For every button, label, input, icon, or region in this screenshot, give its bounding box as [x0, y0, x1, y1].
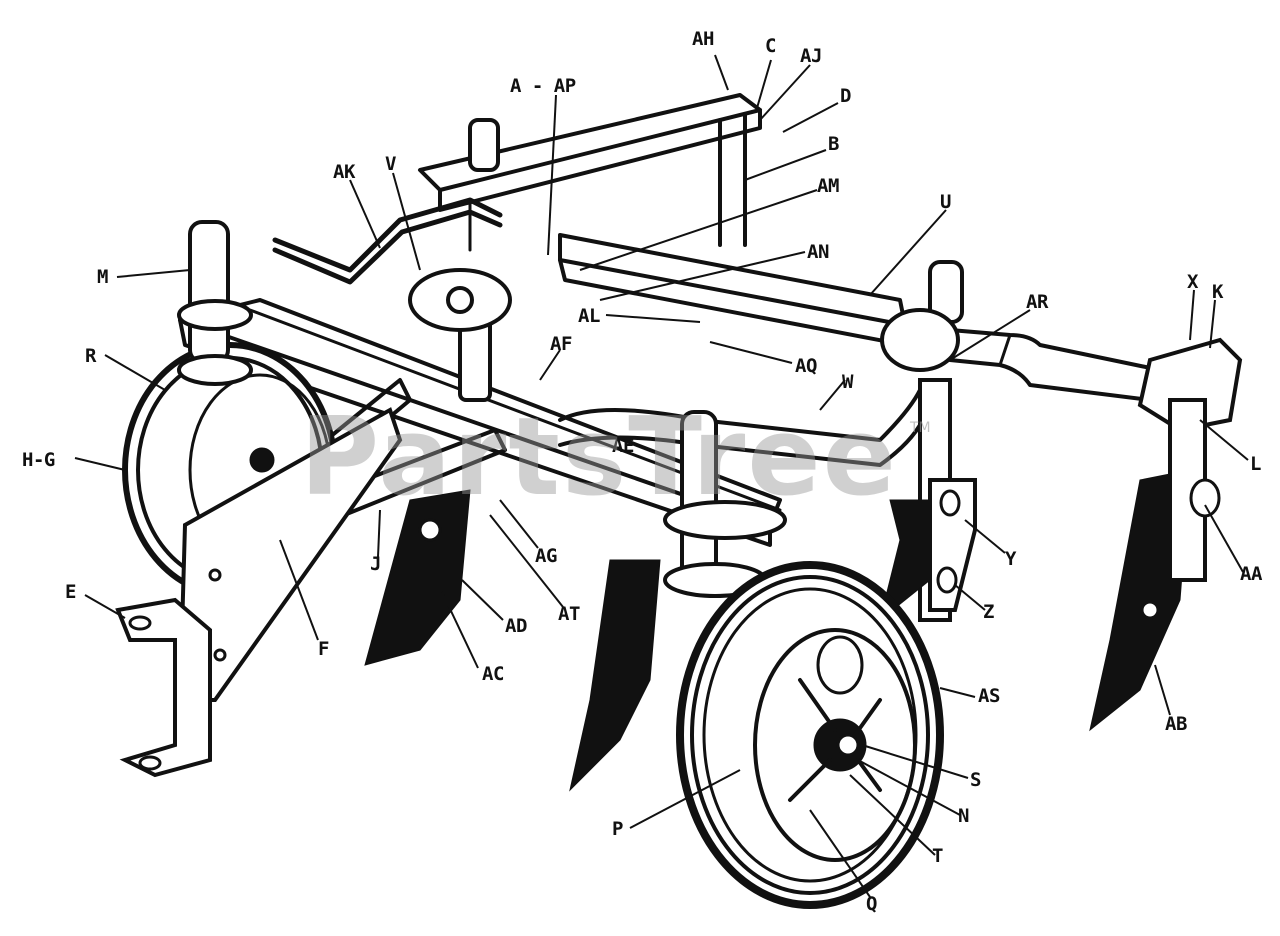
center-bar — [558, 388, 922, 442]
label-t[interactable]: T — [932, 845, 944, 867]
rear-post-left — [468, 118, 500, 172]
label-ak[interactable]: AK — [333, 161, 356, 183]
adjustment-handle — [272, 197, 503, 273]
label-c[interactable]: C — [765, 35, 777, 57]
label-an[interactable]: AN — [807, 241, 829, 263]
label-m[interactable]: M — [97, 266, 109, 288]
label-k[interactable]: K — [1212, 281, 1225, 303]
right-shank — [1137, 337, 1243, 582]
label-ac[interactable]: AC — [482, 663, 504, 685]
label-ab[interactable]: AB — [1165, 713, 1187, 735]
label-ae[interactable]: AE — [612, 435, 634, 457]
front-wheel — [676, 561, 944, 909]
label-b[interactable]: B — [828, 133, 840, 155]
left-foot-bracket — [115, 597, 212, 778]
watermark-trademark: TM — [910, 420, 931, 436]
label-e[interactable]: E — [65, 581, 77, 603]
label-a-ap[interactable]: A - AP — [510, 75, 576, 97]
label-d[interactable]: D — [840, 85, 852, 107]
right-extension-arm — [948, 328, 1162, 402]
label-am[interactable]: AM — [817, 175, 839, 197]
label-f[interactable]: F — [318, 638, 330, 660]
label-af[interactable]: AF — [550, 333, 572, 355]
label-p[interactable]: P — [612, 818, 624, 840]
cultivator-illustration — [115, 93, 1243, 909]
label-at[interactable]: AT — [558, 603, 580, 625]
label-y[interactable]: Y — [1005, 548, 1018, 570]
label-v[interactable]: V — [385, 153, 397, 175]
front-post-left — [177, 220, 253, 386]
label-q[interactable]: Q — [866, 893, 878, 915]
label-h-g[interactable]: H-G — [22, 449, 55, 471]
label-s[interactable]: S — [970, 769, 982, 791]
label-ag[interactable]: AG — [535, 545, 557, 567]
label-z[interactable]: Z — [983, 601, 995, 623]
label-ad[interactable]: AD — [505, 615, 527, 637]
cultivator-tines — [364, 469, 1191, 792]
label-aj[interactable]: AJ — [800, 45, 822, 67]
label-u[interactable]: U — [940, 191, 952, 213]
label-j[interactable]: J — [370, 553, 381, 575]
label-as[interactable]: AS — [978, 685, 1000, 707]
transverse-beam — [558, 233, 907, 347]
label-aq[interactable]: AQ — [795, 355, 817, 377]
label-aa[interactable]: AA — [1240, 563, 1263, 585]
right-bracket — [928, 478, 977, 612]
leader-lines — [74, 54, 1249, 898]
label-ar[interactable]: AR — [1026, 291, 1049, 313]
label-l[interactable]: L — [1250, 453, 1262, 475]
label-al[interactable]: AL — [578, 305, 600, 327]
label-w[interactable]: W — [842, 371, 855, 393]
label-x[interactable]: X — [1187, 271, 1200, 293]
label-ah[interactable]: AH — [692, 28, 714, 50]
callout-labels: AH C AJ A - AP D B AM AK V U AN M AL AR … — [22, 28, 1263, 915]
label-r[interactable]: R — [85, 345, 98, 367]
label-n[interactable]: N — [958, 805, 970, 827]
